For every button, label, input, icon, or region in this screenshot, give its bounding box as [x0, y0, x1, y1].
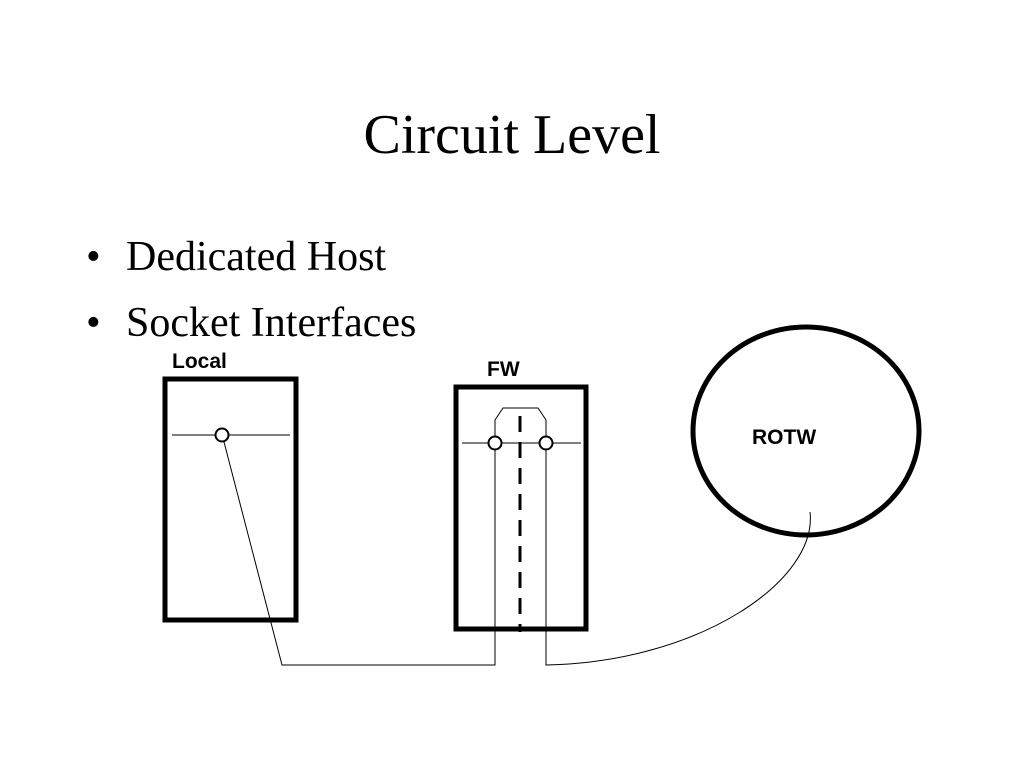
local-to-fw-connection — [223, 441, 496, 666]
fw-to-rotw-connection — [545, 450, 811, 666]
fw-label: FW — [487, 358, 520, 381]
rotw-label: ROTW — [752, 426, 816, 449]
bullet-list: • Dedicated Host • Socket Interfaces — [86, 232, 416, 364]
local-label: Local — [172, 350, 227, 373]
bullet-marker: • — [86, 300, 101, 346]
fw-outside-socket — [538, 435, 554, 451]
local-box — [162, 376, 299, 623]
bullet-text: Dedicated Host — [126, 234, 387, 280]
rotw-circle — [690, 324, 922, 538]
fw-inside-socket — [487, 435, 503, 451]
bullet-item: • Socket Interfaces — [86, 298, 416, 364]
bullet-item: • Dedicated Host — [86, 232, 416, 298]
bullet-text: Socket Interfaces — [126, 300, 417, 346]
bullet-marker: • — [86, 234, 101, 280]
slide-title: Circuit Level — [363, 104, 661, 166]
fw-relay-path — [494, 407, 547, 437]
local-socket — [214, 427, 230, 443]
